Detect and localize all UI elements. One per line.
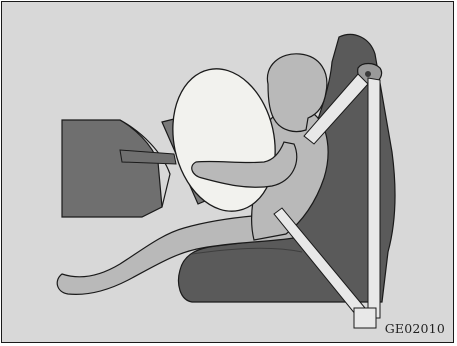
seatbelt-retractor-strap [368, 78, 380, 318]
dashboard-icon [62, 120, 162, 217]
airbag-illustration [2, 2, 455, 344]
seatbelt-anchor-bolt [365, 71, 371, 77]
steering-column [120, 150, 176, 164]
figure-frame: GE02010 [1, 1, 454, 343]
figure-code: GE02010 [383, 321, 447, 336]
seatbelt-buckle-icon [354, 308, 376, 328]
